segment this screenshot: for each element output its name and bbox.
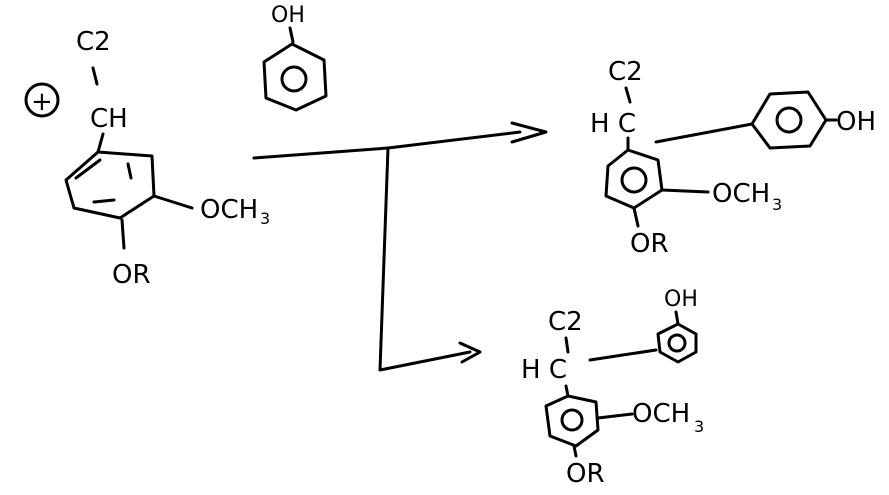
arrow-to-para-product-head xyxy=(510,121,548,144)
reactant-methoxy-subscript: 3 xyxy=(260,209,270,228)
para-product-structure: C2 H C OH OCH 3 OR xyxy=(590,57,876,259)
ortho-product-methoxy-label: OCH xyxy=(632,399,690,429)
phenol-oh-label: OH xyxy=(271,3,305,28)
ortho-product-methoxy-subscript: 3 xyxy=(694,417,704,436)
para-product-top-group-label: C2 xyxy=(608,57,643,87)
reactant-ring-double-bond-3 xyxy=(92,198,116,204)
ortho-product-aryl-bond xyxy=(588,348,658,362)
phenol-oh-bond xyxy=(288,26,295,44)
ortho-product-c2-bond xyxy=(564,336,570,354)
carbocation-charge-label: + xyxy=(31,87,53,117)
ortho-product-benzene-ring xyxy=(544,394,600,448)
phenol-reagent: OH xyxy=(262,3,328,112)
para-product-hc-label: H C xyxy=(590,109,636,139)
para-product-oh-label: OH xyxy=(836,107,876,137)
reactant-ch-label: CH xyxy=(90,104,128,134)
ortho-product-top-group-label: C2 xyxy=(548,307,583,337)
para-product-phenol-ring xyxy=(750,90,828,150)
ortho-product-oh-bond xyxy=(674,310,680,326)
para-product-c2-bond xyxy=(624,86,632,104)
reactant-methoxy-bond xyxy=(152,194,194,210)
para-product-aryl-bond xyxy=(654,122,754,144)
para-product-or-bond xyxy=(632,206,640,228)
reactant-ring-double-bond-1 xyxy=(74,158,102,180)
ortho-product-methoxy-bond xyxy=(596,412,634,420)
reaction-arrows xyxy=(252,121,548,372)
para-product-methoxy-bond xyxy=(660,188,710,194)
para-product-methoxy-label: OCH xyxy=(712,179,770,209)
ortho-product-phenol-circle xyxy=(667,333,687,353)
reactant-benzene-ring xyxy=(64,150,156,220)
ortho-product-or-label: OR xyxy=(566,459,605,489)
reactant-top-group-label: C2 xyxy=(76,27,111,57)
ortho-product-phenol-ring xyxy=(656,322,698,364)
para-product-benzene-circle xyxy=(620,166,648,194)
ortho-product-ring-bond xyxy=(564,384,570,398)
para-product-benzene-ring xyxy=(604,148,664,210)
para-product-phenol-circle xyxy=(775,106,803,134)
ortho-product-hc-label: H C xyxy=(521,355,567,385)
reactant-ring-double-bond-2 xyxy=(126,162,133,180)
carbocation-charge-circle xyxy=(24,82,60,118)
ortho-product-or-bond xyxy=(572,444,578,458)
reactant-or-label: OR xyxy=(112,260,151,290)
reactant-ch-ring-bond xyxy=(96,132,105,154)
para-product-or-label: OR xyxy=(630,229,669,259)
ortho-product-benzene-circle xyxy=(560,408,584,432)
reactant-methoxy-label: OCH xyxy=(200,195,258,225)
phenol-ring-aromatic-circle xyxy=(280,65,308,93)
arrow-to-ortho-product-head xyxy=(458,341,482,364)
arrow-to-ortho-product-shaft xyxy=(378,146,472,372)
para-product-methoxy-subscript: 3 xyxy=(772,195,782,214)
phenol-ring xyxy=(262,42,328,112)
reactant-c2-bond xyxy=(91,66,99,86)
reactant-or-bond xyxy=(120,218,126,250)
ortho-product-structure: C2 H C OH OCH 3 OR xyxy=(521,287,704,489)
reactant-structure: C2 + CH OCH 3 OR xyxy=(24,27,270,290)
ortho-product-oh-label: OH xyxy=(664,287,698,312)
